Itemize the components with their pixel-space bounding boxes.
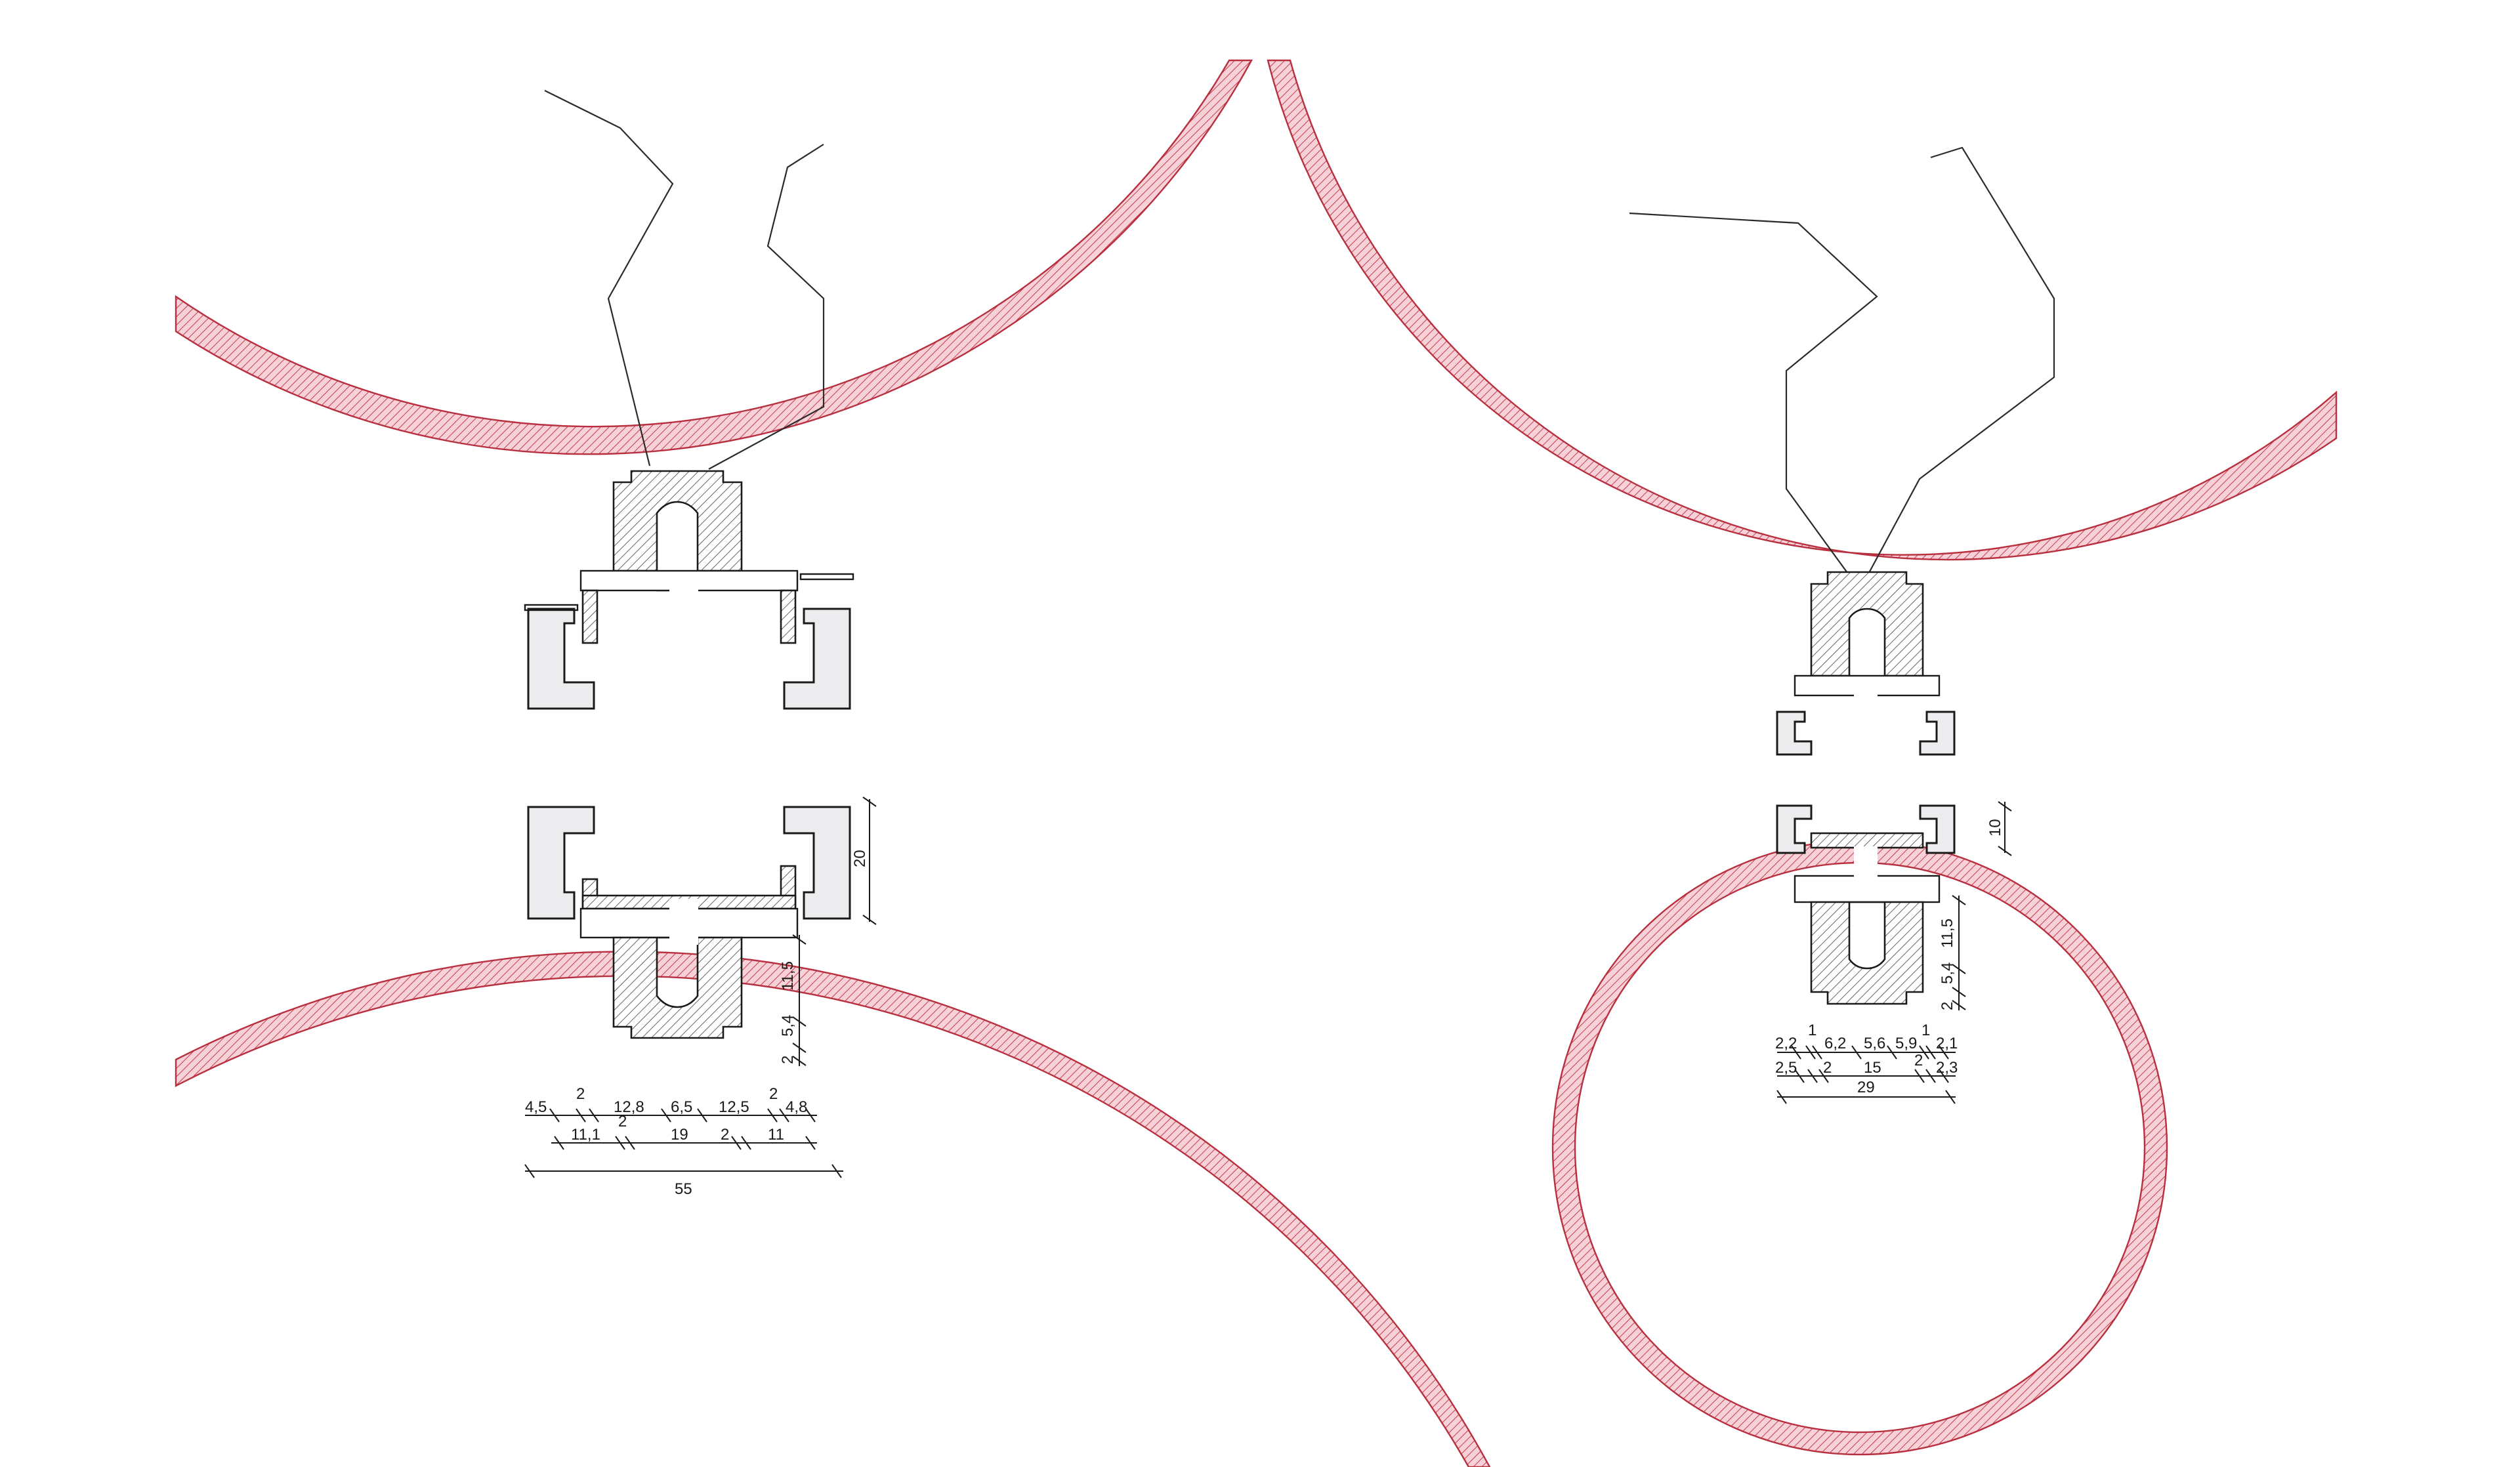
right-vdim-3: 2 bbox=[1939, 1002, 1956, 1010]
right-dim-r1-1: 1 bbox=[1808, 1022, 1816, 1039]
right-lower-plate-top bbox=[1810, 832, 1924, 849]
ring-top-left bbox=[175, 59, 1253, 455]
right-lower-profile bbox=[1810, 901, 1924, 1005]
right-upper-gap bbox=[1854, 682, 1878, 728]
ring-bottom-right bbox=[1551, 839, 2168, 1456]
right-vdim-1: 11,5 bbox=[1939, 919, 1956, 948]
right-upper-channel-r bbox=[1919, 711, 1956, 756]
right-dim-r2-4: 2,3 bbox=[1936, 1059, 1958, 1077]
left-dimensions: 4,5 2 12,8 6,5 12,5 2 4,8 11,1 2 19 2 11… bbox=[524, 796, 877, 1198]
left-dim-r2-3: 2 bbox=[721, 1126, 729, 1144]
left-dim-r2-1: 2 bbox=[618, 1113, 627, 1130]
right-dim-r2-1: 2 bbox=[1823, 1059, 1832, 1077]
left-vdim-2: 5,4 bbox=[779, 1015, 797, 1037]
left-upper-gap bbox=[669, 577, 698, 623]
left-vdim-0: 20 bbox=[851, 850, 869, 867]
right-dim-r2-2: 15 bbox=[1864, 1059, 1881, 1077]
left-vdim-3: 2 bbox=[779, 1056, 797, 1064]
left-upper-channel-l bbox=[527, 608, 595, 710]
right-upper-channel-l bbox=[1776, 711, 1813, 756]
right-vdim-2: 5,4 bbox=[1939, 962, 1956, 984]
left-dim-r1-1: 2 bbox=[576, 1085, 585, 1103]
left-vdim-1: 11,5 bbox=[779, 961, 797, 991]
left-upper-clamp bbox=[524, 470, 854, 710]
right-dim-r1-2: 6,2 bbox=[1824, 1035, 1846, 1052]
left-dim-r3-0: 55 bbox=[675, 1180, 692, 1198]
right-dim-r1-4: 5,9 bbox=[1895, 1035, 1917, 1052]
left-lower-channel-r bbox=[783, 806, 851, 920]
left-dim-r1-2: 12,8 bbox=[614, 1098, 644, 1116]
left-dim-r1-5: 2 bbox=[769, 1085, 778, 1103]
right-dimensions: 2,2 1 6,2 5,6 5,9 1 2,1 2,5 2 15 2 2,3 2… bbox=[1775, 801, 2012, 1104]
left-dim-r1-4: 12,5 bbox=[719, 1098, 749, 1116]
ring-bottom-left bbox=[175, 951, 1491, 1467]
left-upper-lip-l bbox=[524, 604, 579, 611]
left-dim-r1-6: 4,8 bbox=[786, 1098, 807, 1116]
right-dim-r1-3: 5,6 bbox=[1864, 1035, 1885, 1052]
left-upper-flange-r bbox=[780, 589, 797, 644]
left-dim-r2-0: 11,1 bbox=[571, 1126, 600, 1144]
right-dim-r2-0: 2,5 bbox=[1775, 1059, 1797, 1077]
right-vdim-0: 10 bbox=[1986, 819, 2004, 837]
left-dim-r1-0: 4,5 bbox=[525, 1098, 547, 1116]
left-lower-channel-l bbox=[527, 806, 595, 920]
left-lower-profile bbox=[612, 936, 743, 1039]
left-upper-flange-l bbox=[581, 589, 598, 644]
left-upper-lip-r bbox=[799, 573, 854, 581]
right-dim-r3-0: 29 bbox=[1857, 1079, 1875, 1096]
ring-sections bbox=[175, 59, 2338, 1467]
right-lower-gap bbox=[1854, 846, 1878, 892]
leader-lines bbox=[544, 90, 2055, 573]
right-dim-r1-0: 2,2 bbox=[1775, 1035, 1797, 1052]
ring-top-right bbox=[1267, 59, 2338, 561]
left-dim-r2-4: 11 bbox=[768, 1126, 784, 1144]
right-lower-channel-l bbox=[1776, 804, 1813, 854]
left-dim-r1-3: 6,5 bbox=[671, 1098, 692, 1116]
right-upper-profile bbox=[1810, 571, 1924, 677]
left-upper-channel-r bbox=[783, 608, 851, 710]
right-dim-r1-5: 1 bbox=[1922, 1022, 1930, 1039]
left-lower-clamp bbox=[527, 806, 851, 1039]
right-upper-clamp bbox=[1776, 571, 1956, 756]
left-dim-r2-2: 19 bbox=[671, 1126, 688, 1144]
right-lower-clamp bbox=[1776, 804, 1956, 1005]
right-dim-r1-6: 2,1 bbox=[1936, 1035, 1958, 1052]
right-dim-r2-3: 2 bbox=[1914, 1052, 1923, 1069]
right-lower-channel-r bbox=[1919, 804, 1956, 854]
left-lower-gap bbox=[669, 899, 698, 945]
